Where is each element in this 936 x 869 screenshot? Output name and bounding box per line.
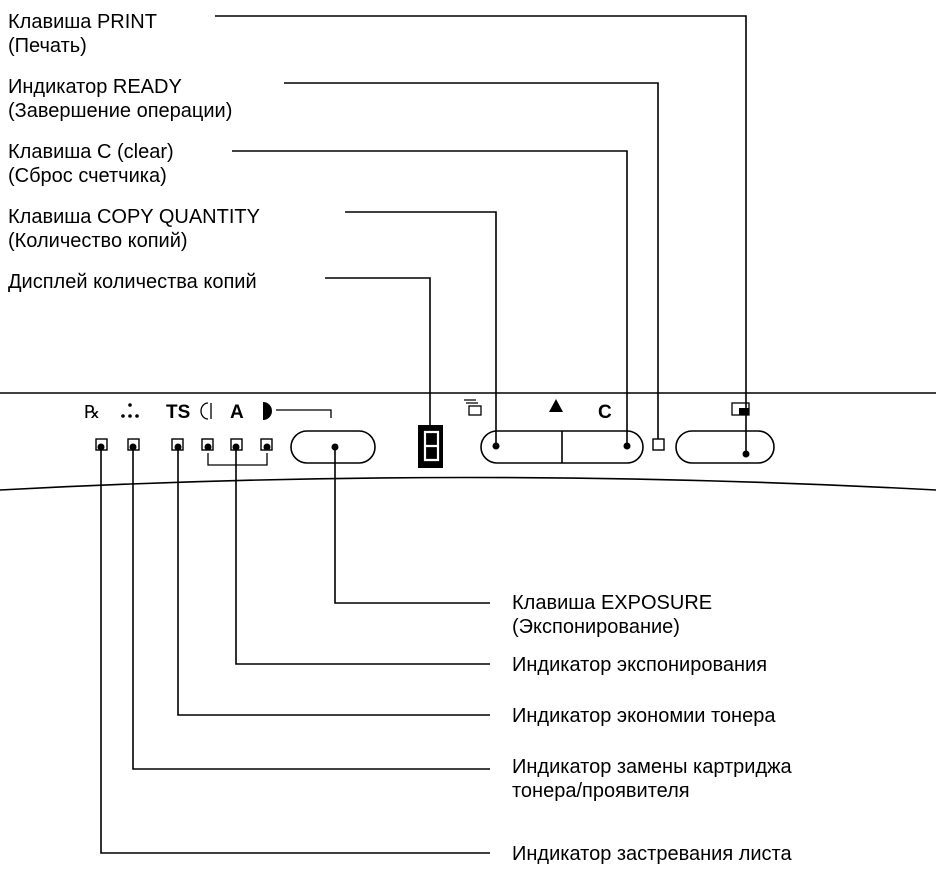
callout-exposure-key-subtitle: (Экспонирование) [512, 616, 680, 638]
leader-line-ready [284, 82, 659, 446]
clear-key-label: C [598, 402, 612, 423]
exposure-light-dot [204, 443, 212, 451]
callout-copy-quantity-subtitle: (Количество копий) [8, 230, 188, 252]
callout-toner-save: Индикатор экономии тонера [177, 447, 776, 727]
leader-dot-clear [623, 442, 631, 450]
callout-print-key-title: Клавиша PRINT [8, 11, 157, 33]
callout-print-key: Клавиша PRINT (Печать) [8, 11, 750, 458]
leader-dot-print-key [742, 450, 750, 458]
toner-dots-icon [121, 403, 139, 418]
exposure-dark-dot [263, 443, 271, 451]
up-arrow-icon [549, 399, 563, 412]
display-digit-segments [423, 430, 440, 462]
leader-line-exposure-indicator [235, 447, 490, 665]
leader-dot-copy-quantity [492, 442, 500, 450]
toner-save-label: TS [166, 402, 190, 423]
print-key[interactable] [675, 430, 775, 464]
callout-paper-jam: Индикатор застревания листа [100, 447, 792, 865]
callout-copy-display: Дисплей количества копий [8, 271, 431, 425]
dark-exposure-icon [263, 402, 332, 420]
callout-ready-title: Индикатор READY [8, 76, 182, 98]
callout-copy-quantity-title: Клавиша COPY QUANTITY [8, 206, 260, 228]
leader-line-toner-save [177, 447, 490, 716]
leader-line-copy-quantity [345, 211, 497, 446]
callout-clear-title: Клавиша C (clear) [8, 141, 174, 163]
callout-toner-replace: Индикатор замены картриджа тонера/прояви… [132, 447, 793, 802]
callout-copy-quantity-key: Клавиша COPY QUANTITY (Количество копий) [8, 206, 500, 450]
callout-exposure-key-title: Клавиша EXPOSURE [512, 592, 712, 614]
ready-indicator [652, 438, 665, 451]
light-exposure-icon [200, 402, 212, 420]
copy-stack-icon [464, 399, 482, 416]
callout-paper-jam-title: Индикатор застревания листа [512, 843, 792, 865]
leader-line-copy-display [325, 277, 431, 425]
leader-line-toner-replace [132, 447, 490, 770]
callout-toner-save-title: Индикатор экономии тонера [512, 705, 776, 727]
callout-ready-indicator: Индикатор READY (Завершение операции) [8, 76, 659, 446]
leader-line-clear [232, 150, 628, 446]
callout-exposure-indicator: Индикатор экспонирования [235, 447, 767, 676]
callout-copy-display-title: Дисплей количества копий [8, 271, 257, 293]
copy-quantity-display [418, 425, 443, 468]
leader-line-print-key [215, 15, 747, 454]
callout-exposure-key: Клавиша EXPOSURE (Экспонирование) [334, 447, 712, 638]
control-panel: ℞ TS A C [0, 392, 936, 491]
auto-exposure-label: A [230, 402, 244, 423]
callout-clear-key: Клавиша C (clear) (Сброс счетчика) [8, 141, 631, 450]
callout-toner-replace-title: Индикатор замены картриджа [512, 756, 793, 778]
leader-line-exposure-key [334, 447, 490, 604]
callout-ready-subtitle: (Завершение операции) [8, 100, 232, 122]
callout-toner-replace-subtitle: тонера/проявителя [512, 780, 690, 802]
paper-jam-icon: ℞ [84, 402, 100, 422]
exposure-key[interactable] [290, 430, 376, 464]
leader-line-paper-jam [100, 447, 490, 854]
callout-exposure-indicator-title: Индикатор экспонирования [512, 654, 767, 676]
callout-print-key-subtitle: (Печать) [8, 35, 87, 57]
panel-bottom-edge [0, 476, 936, 491]
print-start-icon [731, 402, 750, 416]
svg-text:℞: ℞ [84, 402, 100, 422]
callout-clear-subtitle: (Сброс счетчика) [8, 165, 167, 187]
exposure-indicator-bracket [207, 453, 268, 466]
